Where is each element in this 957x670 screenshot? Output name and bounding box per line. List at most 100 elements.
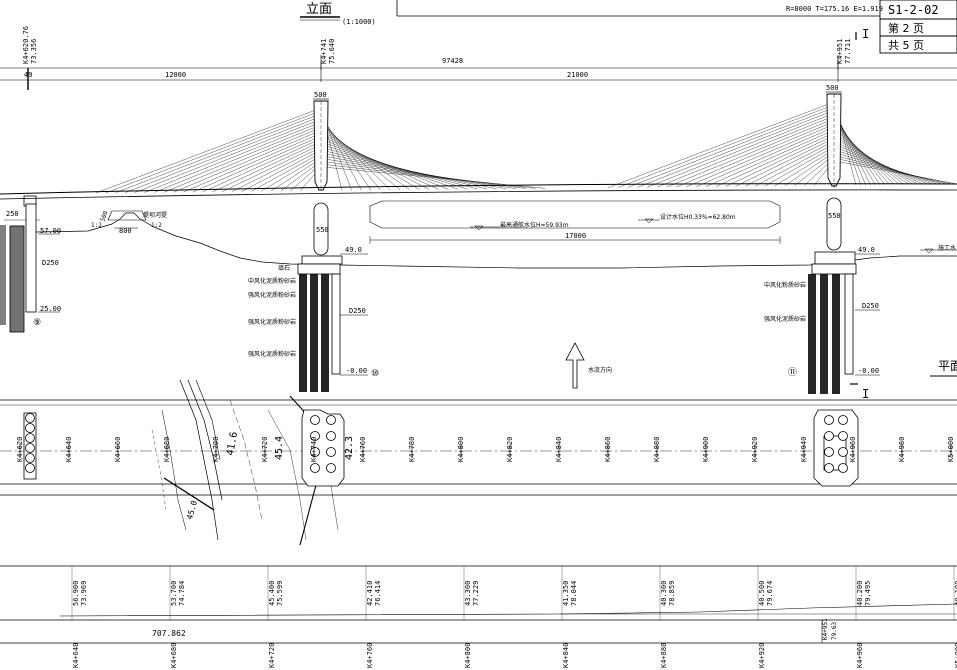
pier-10: 550 49.0 填石 中风化泥质粉砂岩 强风化泥质粉砂岩 强风化泥质粉砂岩 强… bbox=[248, 202, 379, 392]
ground-elevation-value: 45.400 bbox=[268, 581, 276, 606]
pile-circle bbox=[310, 431, 320, 441]
ground-elevation-value: 40.300 bbox=[660, 581, 668, 606]
design-elevation-value: 75.599 bbox=[276, 581, 284, 606]
plan-station-label: K4+700 bbox=[212, 437, 220, 462]
station-label: K4+951 bbox=[836, 39, 844, 64]
design-elevation-value: 78.044 bbox=[570, 581, 578, 606]
contour-label: 41.6 bbox=[225, 431, 240, 457]
elev-0: -0.00 bbox=[346, 367, 367, 375]
station-elev: 75.640 bbox=[328, 39, 336, 64]
station-label: K4+741 bbox=[320, 39, 328, 64]
section-mark-top: I bbox=[862, 27, 869, 41]
construction-level: 施工水 bbox=[938, 244, 956, 252]
design-elevation-value: 74.784 bbox=[178, 581, 186, 606]
pile-circle bbox=[824, 415, 834, 425]
table-station-label: K4+840 bbox=[562, 643, 570, 668]
design-elevation-value: 76.414 bbox=[374, 581, 382, 606]
slope-right: 1:2 bbox=[151, 222, 162, 229]
station-label: K4+620.76 bbox=[22, 26, 30, 64]
pile-circle bbox=[326, 447, 336, 457]
pile-circle bbox=[824, 463, 834, 473]
page-label: 第 2 页 bbox=[888, 21, 924, 35]
plan-station-label: K4+980 bbox=[898, 437, 906, 462]
pier-number: ⑩ bbox=[371, 369, 379, 379]
flow-direction-arrow: 水流方向 bbox=[565, 342, 612, 389]
width-250: 250 bbox=[6, 210, 19, 218]
plan-station-label: K4+640 bbox=[65, 437, 73, 462]
stratum-label: 强风化泥质粉砂岩 bbox=[248, 291, 296, 299]
ground-elevation-value: 40.500 bbox=[758, 581, 766, 606]
dim-21000: 21000 bbox=[567, 71, 588, 79]
ground-elevation-value: 42.410 bbox=[366, 581, 374, 606]
tower-width-label: 500 bbox=[826, 84, 839, 92]
plan-station-label: K5+000 bbox=[947, 437, 955, 462]
ground-elevation-value: 43.300 bbox=[464, 581, 472, 606]
station-elev: 73.356 bbox=[30, 39, 38, 64]
pile-circle bbox=[838, 431, 848, 441]
pile-circle bbox=[326, 431, 336, 441]
tower-width-label: 500 bbox=[314, 91, 327, 99]
pier-width-label: 550 bbox=[828, 212, 841, 220]
view-title: 立面 bbox=[306, 2, 332, 17]
elev-57: 57.00 bbox=[40, 227, 61, 235]
pile-circle bbox=[25, 423, 35, 433]
pile-circle bbox=[326, 463, 336, 473]
pile-circle bbox=[25, 463, 35, 473]
plan-station-label: K4+880 bbox=[653, 437, 661, 462]
span-17000: 17000 bbox=[565, 232, 586, 240]
plan-station-label: K4+940 bbox=[800, 437, 808, 462]
pile-circle bbox=[838, 415, 848, 425]
pile-circle bbox=[310, 447, 320, 457]
view-scale: (1:1000) bbox=[342, 18, 376, 26]
plan-station-label: K4+780 bbox=[408, 437, 416, 462]
table-station-label: K4+640 bbox=[72, 643, 80, 668]
design-elevation-value: 73.969 bbox=[80, 581, 88, 606]
ground-elevation-value: 53.700 bbox=[170, 581, 178, 606]
plan-station-label: K4+620 bbox=[16, 437, 24, 462]
plan-station-label: K4+920 bbox=[751, 437, 759, 462]
stratum-label: 中风化泥质粉砂岩 bbox=[248, 277, 296, 285]
end-station: K4+951 bbox=[822, 618, 829, 640]
tower-right: 500 bbox=[826, 84, 842, 190]
pile-circle bbox=[838, 463, 848, 473]
table-station-label: K4+720 bbox=[268, 643, 276, 668]
plan-label: 平面 bbox=[938, 359, 957, 373]
design-elevation-value: 79.674 bbox=[766, 581, 774, 606]
ground-elevation-value: 40.100 bbox=[954, 581, 957, 606]
drawing-number: S1-2-02 bbox=[888, 3, 939, 17]
plan-station-label: K4+820 bbox=[506, 437, 514, 462]
pier-11: 550 49.0 中风化粉质砂岩 强风化泥质砂岩 D250 -0.00 ⑪ I … bbox=[764, 197, 957, 401]
elev-0: -0.00 bbox=[858, 367, 879, 375]
pile-circle bbox=[25, 413, 35, 423]
ground-elevation-value: 40.200 bbox=[856, 581, 864, 606]
pile-circle bbox=[25, 443, 35, 453]
dim-97428: 97428 bbox=[442, 57, 463, 65]
elev-49: 49.0 bbox=[345, 246, 362, 254]
pile-circle bbox=[838, 447, 848, 457]
elev-25: 25.00 bbox=[40, 305, 61, 313]
width-800: 800 bbox=[119, 227, 132, 235]
stratum-label: 中风化粉质砂岩 bbox=[764, 281, 806, 289]
pile-circle bbox=[310, 415, 320, 425]
design-elevation-value: 77.229 bbox=[472, 581, 480, 606]
levee-label: 堤坝河提 bbox=[143, 211, 167, 219]
plan-station-label: K4+660 bbox=[114, 437, 122, 462]
contour-label: 45.4 bbox=[274, 436, 285, 460]
flow-label: 水流方向 bbox=[588, 366, 612, 374]
contour-label: 42.3 bbox=[344, 436, 355, 460]
stratum-label: 强风化泥质粉砂岩 bbox=[248, 350, 296, 358]
slope-left: 1:2 bbox=[91, 222, 102, 229]
design-water-label: 设计水位H0.33%=62.80m bbox=[660, 213, 736, 221]
pile-circle bbox=[824, 431, 834, 441]
end-elev: 79.63 bbox=[831, 622, 838, 640]
stratum-label: 强风化泥质粉砂岩 bbox=[248, 318, 296, 326]
title-block: 立面 (1:1000) R=8000 T=175.16 E=1.919 S1-2… bbox=[300, 0, 957, 54]
plan-station-label: K4+760 bbox=[359, 437, 367, 462]
high-water-label: 最高通航水位H=59.93m bbox=[500, 221, 569, 229]
section-mark: I bbox=[862, 387, 869, 401]
plan-station-label: K4+860 bbox=[604, 437, 612, 462]
plan-station-label: K4+720 bbox=[261, 437, 269, 462]
plan-station-label: K4+740 bbox=[310, 437, 318, 462]
table-station-label: K4+760 bbox=[366, 643, 374, 668]
